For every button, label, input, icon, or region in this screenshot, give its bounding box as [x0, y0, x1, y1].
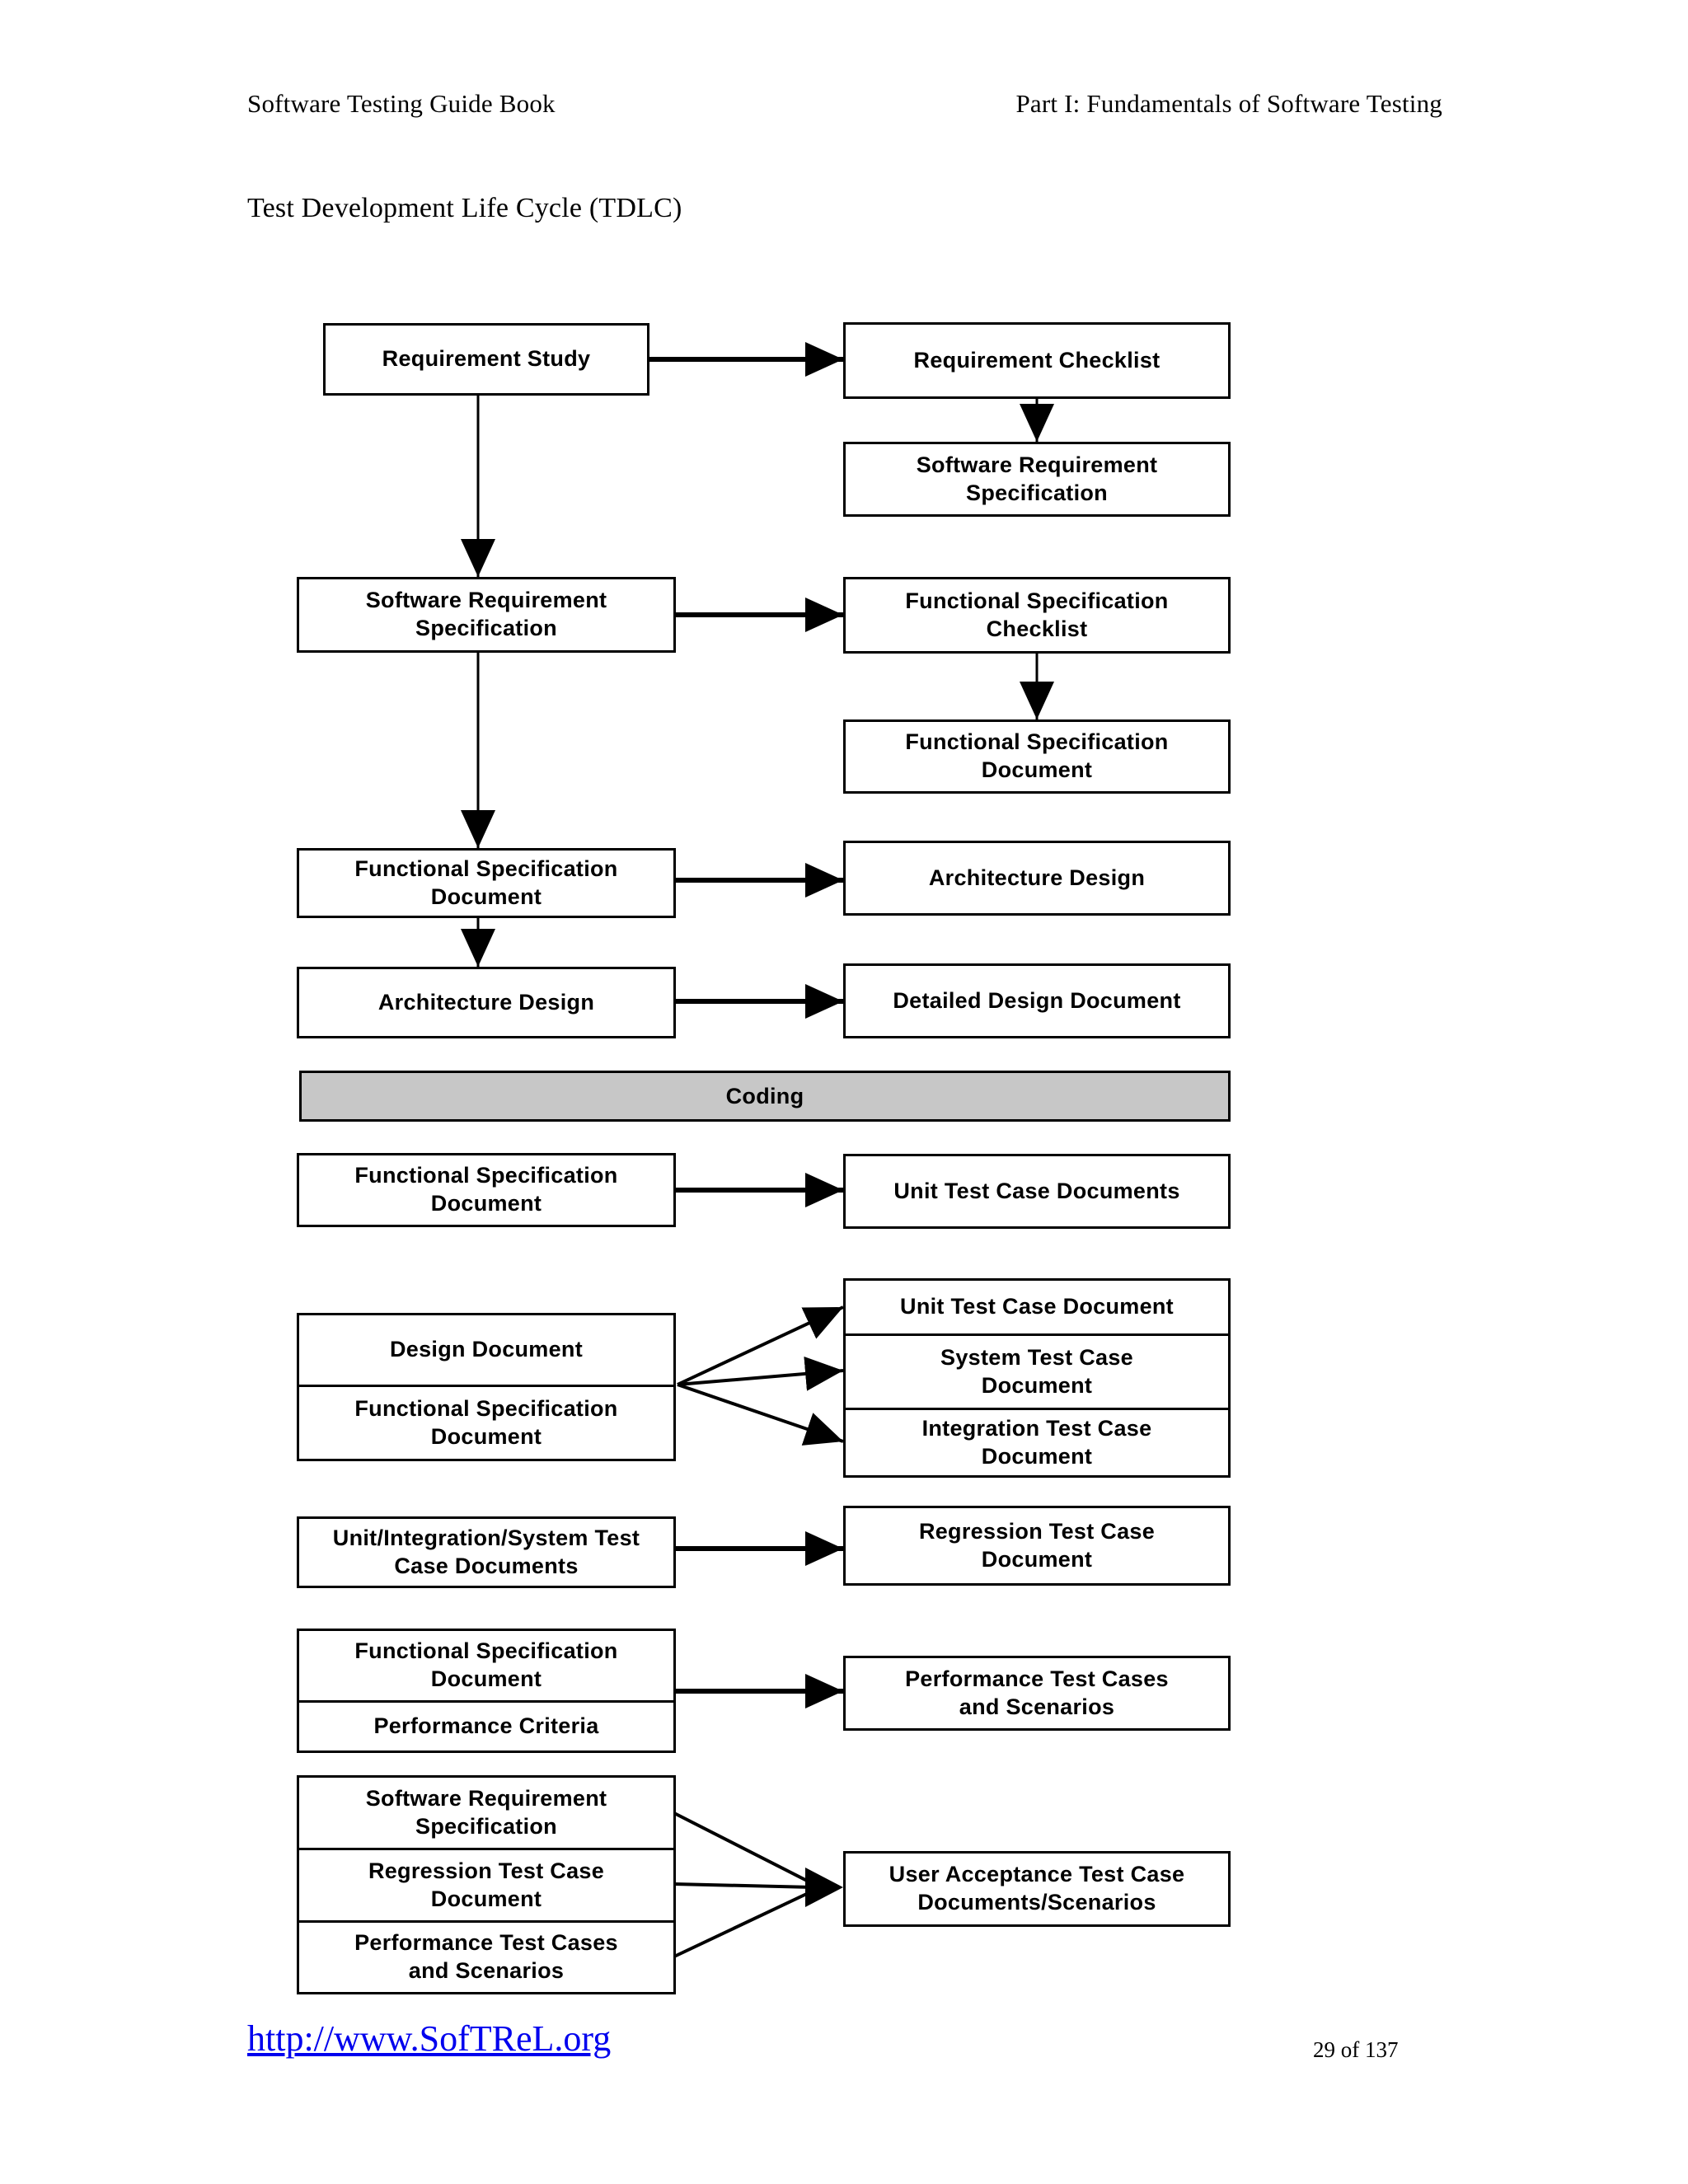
arrowhead-uat — [805, 1868, 843, 1907]
node-label: Performance Criteria — [373, 1713, 599, 1739]
node-srs-input: Software Requirement Specification — [843, 442, 1231, 517]
arrow-design-to-systemtestcase — [677, 1356, 844, 1391]
node-label: Functional Specification Document — [354, 1163, 618, 1216]
node-integration-test-case-document: Integration Test Case Document — [846, 1408, 1228, 1475]
node-label: Requirement Checklist — [913, 347, 1160, 373]
group-performance-sources: Functional Specification Document Perfor… — [297, 1629, 676, 1753]
node-label: System Test Case Document — [940, 1344, 1133, 1398]
node-label: Software Requirement Specification — [916, 452, 1158, 505]
node-label: User Acceptance Test Case Documents/Scen… — [889, 1862, 1185, 1915]
arrow-design-to-unittestcase — [677, 1305, 844, 1386]
coding-bar-label: Coding — [725, 1083, 804, 1108]
coding-phase-bar: Coding — [299, 1071, 1231, 1122]
node-fsd-design-source: Functional Specification Document — [299, 1385, 673, 1459]
node-fsd-output: Functional Specification Document — [297, 848, 676, 918]
node-requirement-checklist: Requirement Checklist — [843, 322, 1231, 399]
node-label: Functional Specification Document — [354, 1395, 618, 1449]
node-uis-test-case-documents: Unit/Integration/System Test Case Docume… — [297, 1516, 676, 1588]
node-requirement-study: Requirement Study — [323, 323, 649, 396]
group-uat-sources: Software Requirement Specification Regre… — [297, 1775, 676, 1994]
node-label: Functional Specification Document — [354, 855, 618, 909]
node-unit-test-case-documents: Unit Test Case Documents — [843, 1154, 1231, 1229]
node-label: Functional Specification Checklist — [905, 588, 1169, 641]
node-label: Architecture Design — [377, 989, 595, 1015]
node-fsd-unit-source: Functional Specification Document — [297, 1153, 676, 1227]
node-unit-test-case-document: Unit Test Case Document — [846, 1281, 1228, 1333]
node-performance-uat-source: Performance Test Cases and Scenarios — [299, 1920, 673, 1992]
node-regression-uat-source: Regression Test Case Document — [299, 1848, 673, 1920]
node-srs-output: Software Requirement Specification — [297, 577, 676, 653]
node-label: Functional Specification Document — [354, 1638, 618, 1691]
arrow-regression-to-uat — [673, 1882, 814, 1889]
node-performance-criteria: Performance Criteria — [299, 1700, 673, 1750]
arrow-design-to-integrationtestcase — [677, 1383, 844, 1446]
node-performance-test-cases: Performance Test Cases and Scenarios — [843, 1656, 1231, 1731]
node-srs-uat-source: Software Requirement Specification — [299, 1778, 673, 1848]
arrow-perftests-to-uat — [673, 1889, 814, 1958]
group-test-case-documents: Unit Test Case Document System Test Case… — [843, 1278, 1231, 1478]
node-fsd-perf-source: Functional Specification Document — [299, 1631, 673, 1700]
node-label: Unit/Integration/System Test Case Docume… — [332, 1525, 640, 1578]
node-label: Unit Test Case Document — [900, 1294, 1174, 1319]
node-architecture-design-output: Architecture Design — [297, 967, 676, 1038]
node-system-test-case-document: System Test Case Document — [846, 1333, 1228, 1408]
node-label: Performance Test Cases and Scenarios — [354, 1930, 618, 1983]
node-label: Software Requirement Specification — [365, 588, 607, 640]
node-label: Design Document — [389, 1337, 584, 1362]
node-label: Integration Test Case Document — [921, 1415, 1152, 1469]
node-regression-test-case-document: Regression Test Case Document — [843, 1506, 1231, 1586]
node-user-acceptance-test-case: User Acceptance Test Case Documents/Scen… — [843, 1851, 1231, 1927]
arrow-srs-to-uat — [673, 1811, 814, 1886]
node-label: Software Requirement Specification — [365, 1785, 607, 1839]
page-title: Test Development Life Cycle (TDLC) — [247, 193, 682, 223]
group-design-sources: Design Document Functional Specification… — [297, 1313, 676, 1461]
node-label: Architecture Design — [928, 865, 1146, 890]
page-number: 29 of 137 — [1313, 2037, 1399, 2062]
node-label: Detailed Design Document — [893, 987, 1181, 1013]
website-link[interactable]: http://www.SofTReL.org — [247, 2018, 612, 2059]
node-label: Unit Test Case Documents — [893, 1178, 1180, 1203]
node-design-document: Design Document — [299, 1315, 673, 1385]
node-functional-spec-checklist: Functional Specification Checklist — [843, 577, 1231, 654]
node-label: Performance Test Cases and Scenarios — [905, 1666, 1169, 1719]
node-label: Requirement Study — [382, 346, 591, 372]
node-fsd-input: Functional Specification Document — [843, 719, 1231, 794]
header-part-title: Part I: Fundamentals of Software Testing — [1015, 89, 1442, 118]
node-detailed-design-document: Detailed Design Document — [843, 963, 1231, 1038]
node-label: Functional Specification Document — [905, 729, 1169, 782]
node-architecture-design-input: Architecture Design — [843, 841, 1231, 916]
node-label: Regression Test Case Document — [918, 1518, 1156, 1572]
header-book-title: Software Testing Guide Book — [247, 89, 556, 118]
node-label: Regression Test Case Document — [368, 1858, 605, 1911]
